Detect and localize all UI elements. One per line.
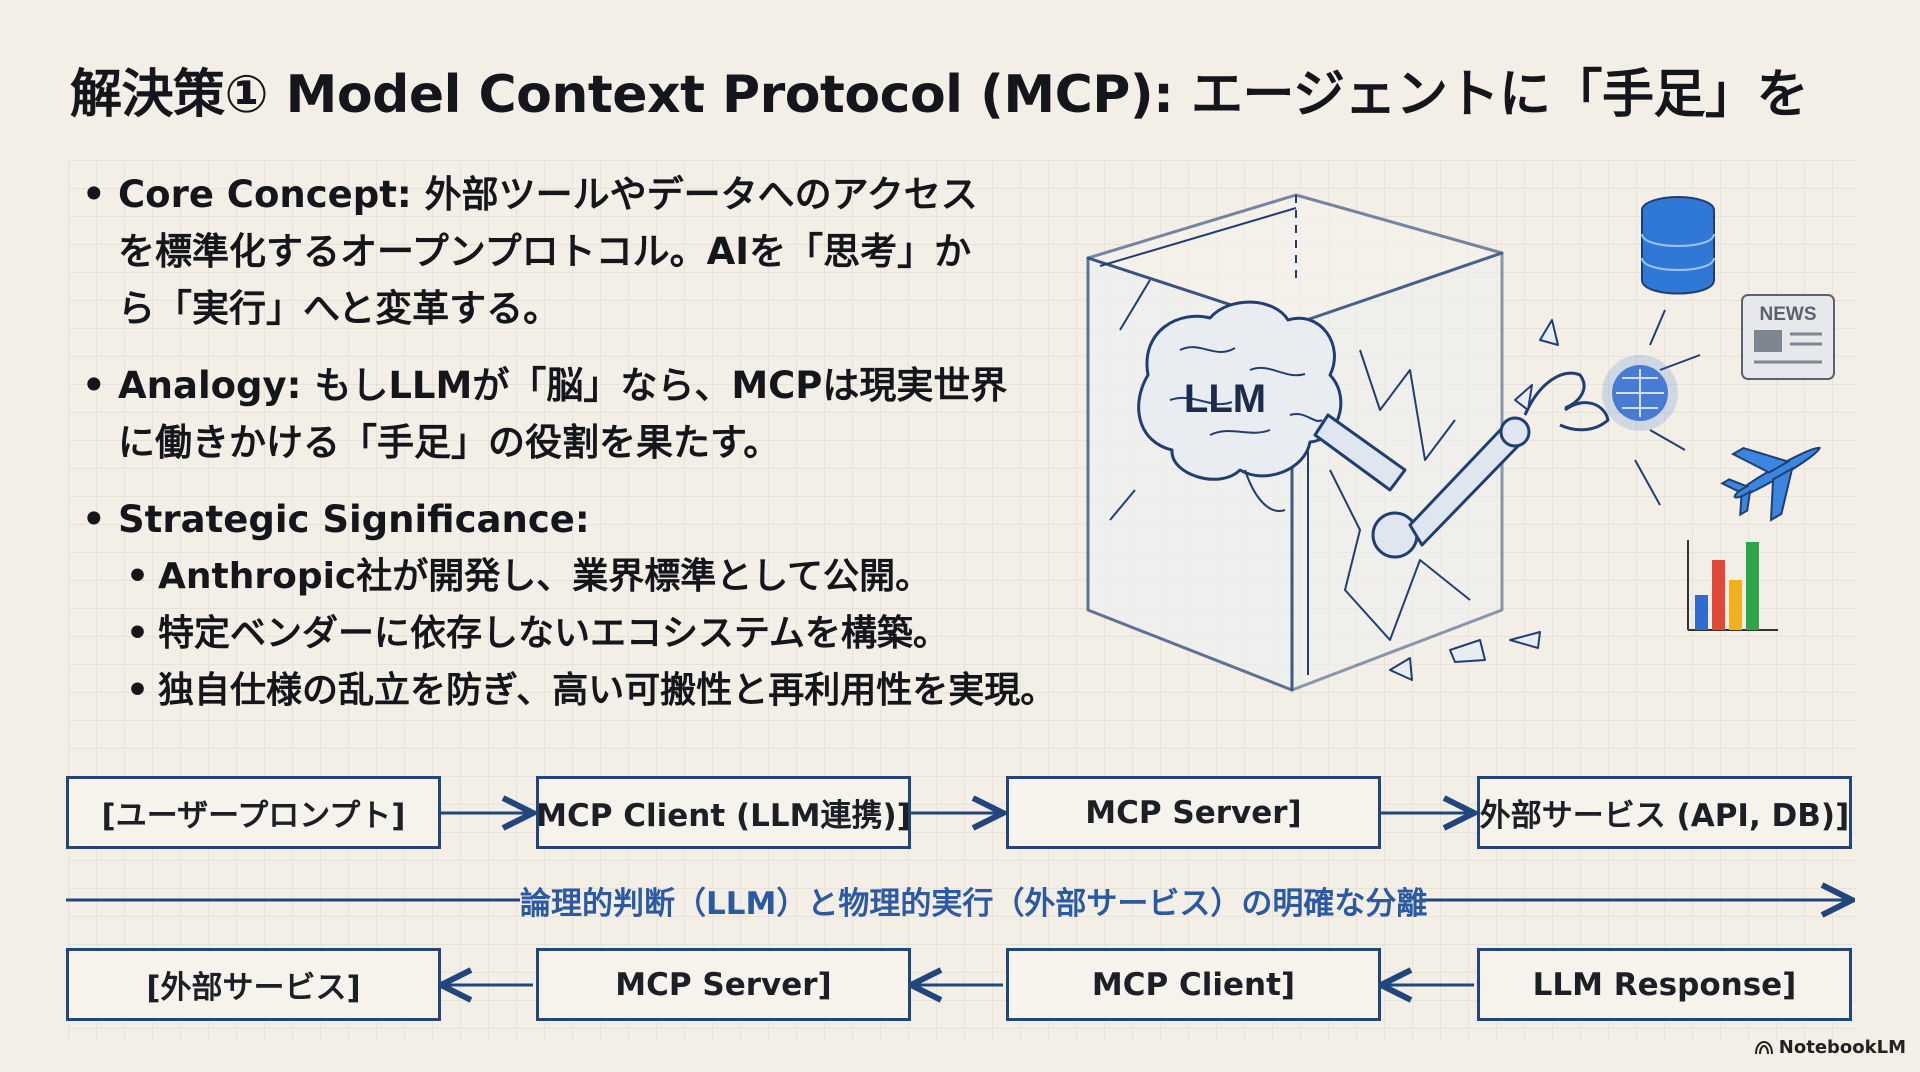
bar-chart-icon	[1687, 540, 1778, 631]
bullet-analogy: Analogy: もしLLMが「脳」なら、MCPは現実世界 に働きかける「手足」…	[82, 357, 1062, 471]
sub-bullet: 特定ベンダーに依存しないエコシステムを構築。	[118, 605, 1062, 662]
bullet-text: を標準化するオープンプロトコル。AIを「思考」か	[118, 230, 972, 273]
robot-arm-icon	[1313, 371, 1610, 559]
database-icon	[1641, 196, 1715, 295]
bullet-text: ら「実行」へと変革する。	[118, 287, 561, 330]
brain-label: LLM	[1184, 377, 1266, 421]
sub-bullet: Anthropic社が開発し、業界標準として公開。	[118, 548, 1062, 605]
bullet-text: 外部ツールやデータへのアクセス	[424, 173, 978, 216]
sub-bullet: 独自仕様の乱立を防ぎ、高い可搬性と再利用性を実現。	[118, 662, 1062, 719]
bullet-core-concept: Core Concept: 外部ツールやデータへのアクセス を標準化するオープン…	[82, 166, 1062, 337]
flow-box-mcp-server-return: MCP Server]	[536, 948, 911, 1021]
flow-box-user-prompt: [ユーザープロンプト]	[66, 776, 441, 849]
bullet-label: Strategic Significance:	[118, 498, 590, 541]
flow-box-mcp-server: MCP Server]	[1006, 776, 1381, 849]
bullet-label: Analogy:	[118, 364, 302, 407]
flow-box-external-service: 外部サービス (API, DB)]	[1477, 776, 1852, 849]
newspaper-icon: NEWS	[1741, 294, 1835, 380]
flow-box-mcp-client: MCP Client (LLM連携)]	[536, 776, 911, 849]
brain-icon	[1137, 300, 1343, 512]
brand-label: NotebookLM	[1778, 1037, 1906, 1058]
bullet-text: に働きかける「手足」の役割を果たす。	[118, 421, 781, 464]
flow-box-mcp-client-return: MCP Client]	[1006, 948, 1381, 1021]
page-title: 解決策① Model Context Protocol (MCP): エージェン…	[70, 65, 1809, 125]
bullet-strategic-significance: Strategic Significance: Anthropic社が開発し、業…	[82, 491, 1062, 719]
airplane-icon	[1720, 447, 1821, 522]
bullet-label: Core Concept:	[118, 173, 412, 216]
notebooklm-logo-icon	[1754, 1040, 1773, 1054]
bullet-text: もしLLMが「脳」なら、MCPは現実世界	[314, 364, 1008, 407]
brand-watermark: NotebookLM	[1754, 1037, 1906, 1058]
separation-label: 論理的判断（LLM）と物理的実行（外部サービス）の明確な分離	[520, 886, 1428, 922]
globe-icon	[1602, 355, 1678, 431]
flow-box-llm-response: LLM Response]	[1477, 948, 1852, 1021]
flow-box-external-service-return: [外部サービス]	[66, 948, 441, 1021]
news-label: NEWS	[1760, 304, 1817, 325]
bullet-list: Core Concept: 外部ツールやデータへのアクセス を標準化するオープン…	[82, 166, 1062, 739]
mcp-illustration: NEWS LLM	[1086, 193, 1835, 692]
